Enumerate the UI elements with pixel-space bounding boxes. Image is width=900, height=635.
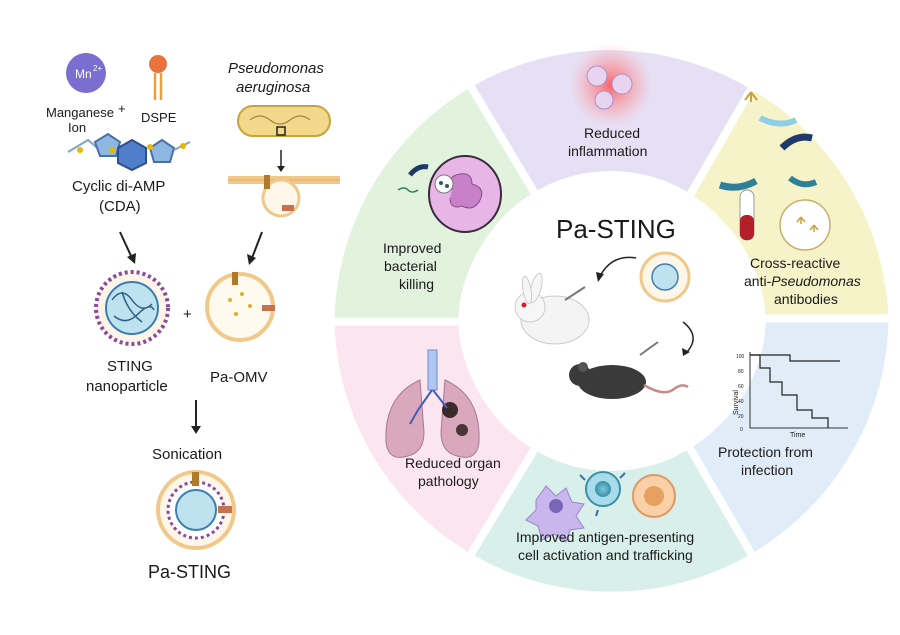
apc-label-1: Improved antigen-presenting [516,529,694,545]
killing-label-2: bacterial [384,258,437,274]
wheel-separators [334,84,889,556]
apc-label-2: cell activation and trafficking [518,547,693,563]
pa-sting-label: Pa-STING [148,562,231,582]
ytick-20: 20 [738,414,744,420]
pa-sting-center-icon [639,251,691,303]
pa-omv-icon [205,272,275,342]
svg-text:2+: 2+ [93,64,102,73]
sting-label-2: nanoparticle [86,378,168,395]
arrow-to-rabbit [599,256,637,277]
plus-sign-2: + [183,306,192,323]
center-title: Pa-STING [556,214,676,244]
antibodies-icon [718,91,831,251]
cda-molecule-icon [67,132,191,172]
pseudomonas-label-2: aeruginosa [236,79,310,96]
ytick-100: 100 [736,354,745,360]
plus-sign-1: + [118,101,126,116]
pathology-label-1: Reduced organ [405,455,501,471]
svg-text:Mn: Mn [75,67,92,81]
pseudomonas-label-1: Pseudomonas [228,60,324,77]
segment-antibodies [689,89,889,319]
pathology-label-2: pathology [418,473,479,489]
protection-label-1: Protection from [718,444,813,460]
antibodies-label-2a: anti-Pseudomonas [744,273,861,289]
membrane-budding-icon [228,175,340,218]
inflammation-label-1: Reduced [584,125,640,141]
arrow-to-sting [119,231,133,259]
protection-label-2: infection [741,462,793,478]
neutrophil-icon [397,155,502,233]
wheel-center [461,171,761,471]
dspe-lipid-icon [149,55,167,100]
survival-curve-treated [750,354,840,362]
manganese-ion-icon: Mn 2+ [66,53,106,93]
segment-apc [471,447,752,592]
sonication-label: Sonication [152,446,222,463]
inflammation-label-2: inflammation [568,143,647,159]
inflammation-cells-icon [569,43,653,127]
cda-label-2: (CDA) [99,198,141,215]
cda-label-1: Cyclic di-AMP [72,178,165,195]
outcome-wheel: Pa-STING [334,43,889,592]
killing-label-3: killing [399,276,434,292]
arrow-to-omv [251,231,263,259]
ytick-0: 0 [740,427,743,433]
arrow-to-mouse [682,321,694,353]
ytick-40: 40 [738,399,744,405]
syringe-icon [564,286,659,356]
antibodies-label-1: Cross-reactive [750,255,840,271]
segment-protection [689,318,889,554]
rabbit-icon [514,272,590,345]
survival-xlabel: Time [790,432,805,439]
killing-label-1: Improved [383,240,441,256]
survival-ylabel: Survival [733,390,740,415]
survival-curve-control [750,354,829,428]
sting-label-1: STING [107,358,153,375]
ytick-80: 80 [738,369,744,375]
survival-chart: 100 80 60 40 20 0 Survival Time [733,352,848,439]
apc-cells-icon [525,471,676,543]
bacterium-icon [237,105,331,137]
lungs-icon [385,349,480,458]
ytick-60: 60 [738,384,744,390]
pa-sting-particle-icon [156,470,236,550]
mouse-icon [569,362,689,399]
manganese-label-2: Ion [68,120,86,135]
sting-nanoparticle-icon [94,270,170,346]
dspe-label: DSPE [141,110,177,125]
pa-omv-label: Pa-OMV [210,369,268,386]
antibodies-label-3: antibodies [774,291,838,307]
left-panel: Mn 2+ Manganese + Ion DSPE Cyclic di-AMP… [46,53,340,582]
segment-pathology [334,321,536,554]
manganese-label-1: Manganese [46,105,114,120]
